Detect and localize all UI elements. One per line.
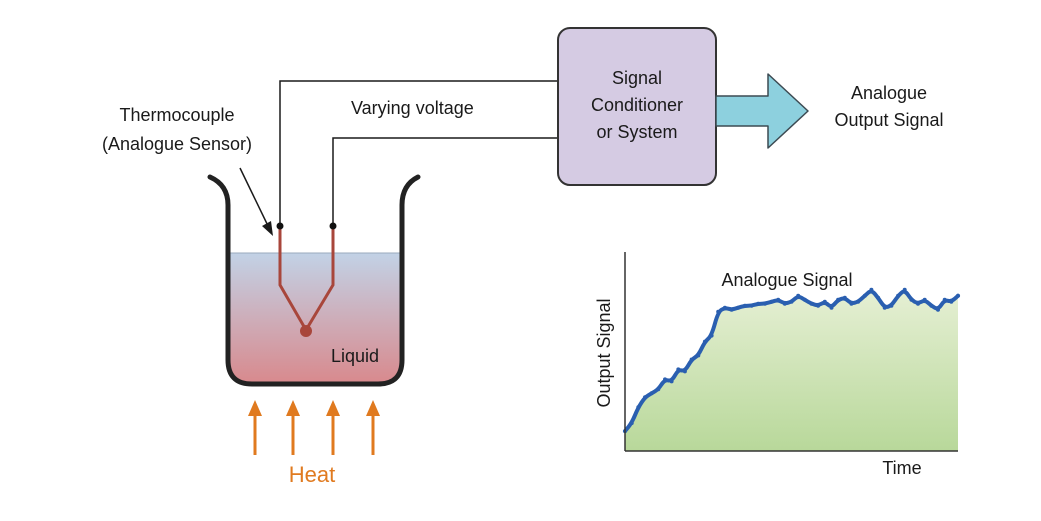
beaker: [207, 174, 421, 387]
thermocouple-right-leg: [304, 226, 335, 331]
conditioner-label-line2: Conditioner: [591, 95, 683, 115]
signal-point-14: [716, 309, 721, 314]
signal-point-12: [702, 339, 707, 344]
heat-arrow-3: [326, 400, 340, 455]
signal-point-46: [929, 303, 934, 308]
liquid-label: Liquid: [331, 346, 379, 366]
signal-point-50: [956, 293, 960, 298]
signal-point-3: [643, 395, 647, 400]
signal-point-31: [829, 305, 834, 310]
signal-area-fill: [625, 291, 958, 451]
signal-point-49: [949, 299, 954, 304]
chart-y-label: Output Signal: [594, 298, 614, 407]
signal-point-30: [822, 299, 827, 304]
output-label-line2: Output Signal: [834, 110, 943, 130]
signal-point-29: [816, 303, 821, 308]
signal-point-34: [849, 301, 854, 306]
chart-x-label: Time: [882, 458, 921, 478]
signal-point-13: [709, 333, 714, 338]
signal-point-38: [876, 295, 881, 300]
signal-point-4: [649, 391, 654, 396]
signal-point-40: [889, 303, 894, 308]
thermocouple-junction: [300, 325, 312, 337]
signal-point-20: [756, 301, 761, 306]
signal-point-19: [749, 303, 754, 308]
signal-point-16: [729, 307, 734, 312]
signal-point-11: [696, 353, 701, 358]
signal-point-7: [669, 379, 674, 384]
signal-point-24: [782, 301, 787, 306]
signal-point-26: [796, 293, 801, 298]
signal-point-2: [636, 405, 641, 410]
beaker-outline: [207, 174, 421, 387]
signal-line: [623, 289, 960, 434]
signal-point-33: [842, 295, 847, 300]
heat-arrow-4: [366, 400, 380, 455]
signal-point-21: [762, 301, 767, 306]
signal-point-42: [902, 287, 907, 292]
signal-point-15: [722, 305, 727, 310]
signal-point-32: [836, 297, 841, 302]
signal-wires: [276, 80, 558, 230]
signal-point-5: [656, 387, 661, 392]
thermocouple-probe: [278, 226, 335, 337]
voltage-label: Varying voltage: [351, 98, 474, 118]
signal-point-43: [909, 297, 914, 302]
signal-point-39: [882, 305, 887, 310]
signal-point-44: [916, 301, 920, 306]
signal-point-48: [942, 297, 947, 302]
heat-arrow-2: [286, 400, 300, 455]
signal-point-25: [789, 299, 794, 304]
heat-arrows: [248, 400, 380, 455]
chart-title: Analogue Signal: [721, 270, 852, 290]
signal-point-17: [736, 305, 741, 310]
wire-lower: [332, 137, 558, 226]
heat-label: Heat: [289, 462, 335, 487]
sensor-label-line1: Thermocouple: [119, 105, 234, 125]
signal-point-6: [663, 377, 667, 382]
output-arrow: [715, 73, 809, 149]
signal-point-45: [922, 297, 927, 302]
signal-point-8: [676, 367, 681, 372]
signal-point-1: [629, 421, 634, 426]
signal-point-23: [776, 297, 781, 302]
signal-point-22: [769, 299, 774, 304]
sensor-pointer-arrowhead: [262, 221, 273, 236]
conditioner-label-line3: or System: [596, 122, 677, 142]
signal-point-36: [862, 293, 867, 298]
signal-point-35: [856, 299, 861, 304]
signal-points: [623, 287, 960, 434]
signal-point-28: [809, 301, 814, 306]
signal-point-9: [682, 369, 687, 374]
signal-point-47: [936, 307, 940, 312]
heat-arrow-1: [248, 400, 262, 455]
signal-point-10: [689, 357, 694, 362]
output-label-line1: Analogue: [851, 83, 927, 103]
signal-point-18: [742, 303, 747, 308]
signal-point-37: [869, 287, 874, 292]
wire-terminal-left: [276, 222, 284, 230]
thermocouple-left-leg: [278, 226, 308, 331]
conditioner-label-line1: Signal: [612, 68, 662, 88]
sensor-label-line2: (Analogue Sensor): [102, 134, 252, 154]
wire-upper: [279, 80, 558, 226]
wire-terminal-right: [329, 222, 337, 230]
signal-point-27: [802, 297, 807, 302]
signal-point-41: [896, 293, 901, 298]
signal-chart: Analogue Signal Time Output Signal: [594, 252, 960, 478]
sensor-pointer-line: [239, 167, 271, 231]
